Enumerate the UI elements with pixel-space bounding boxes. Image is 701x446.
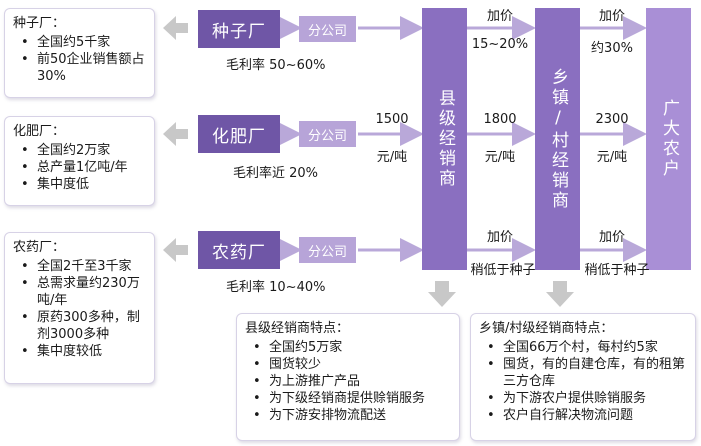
gray-arrow-seed <box>163 16 188 40</box>
list-item: 全国约2万家 <box>21 142 146 159</box>
seed-markup-label-2: 加价 <box>598 9 625 24</box>
seed-factory-box: 种子厂 <box>198 10 280 48</box>
fert-price-3: 2300 <box>595 112 629 127</box>
county-features-title: 县级经销商特点： <box>245 321 350 336</box>
fert-unit-3: 元/吨 <box>596 150 628 165</box>
list-item: 集中度低 <box>21 176 146 193</box>
fert-branch-box: 分公司 <box>299 121 356 147</box>
pest-margin-label: 毛利率 10~40% <box>226 280 326 295</box>
fert-info-box: 化肥厂： 全国约2万家 总产量1亿吨/年 集中度低 <box>4 116 155 206</box>
pest-markup-value-2: 稍低于种子 <box>584 263 650 278</box>
list-item: 为上游推广产品 <box>253 373 451 390</box>
seed-markup-label-1: 加价 <box>486 9 513 24</box>
pest-markup-label-2: 加价 <box>598 230 625 245</box>
list-item: 为下级经销商提供赊销服务 <box>253 390 451 407</box>
gray-arrow-county-down <box>428 281 456 307</box>
pest-markup-value-1: 稍低于种子 <box>470 263 536 278</box>
fert-info-title: 化肥厂： <box>13 124 66 139</box>
town-features-title: 乡镇/村级经销商特点： <box>479 321 614 336</box>
seed-info-list: 全国约5千家 前50企业销售额占30% <box>13 34 146 85</box>
fert-factory-box: 化肥厂 <box>198 115 280 153</box>
county-dealer-column: 县级经销商 <box>422 8 467 270</box>
fert-price-1: 1500 <box>375 112 409 127</box>
list-item: 集中度较低 <box>21 343 146 360</box>
town-features-box: 乡镇/村级经销商特点： 全国66万个村，每村约5家 囤货，有的自建仓库，有的租第… <box>470 313 696 441</box>
county-features-list: 全国约5万家 囤货较少 为上游推广产品 为下级经销商提供赊销服务 为下游安排物流… <box>245 339 451 424</box>
seed-branch-box: 分公司 <box>299 16 356 42</box>
list-item: 农户自行解决物流问题 <box>487 407 687 424</box>
fert-info-list: 全国约2万家 总产量1亿吨/年 集中度低 <box>13 142 146 193</box>
county-dealer-label: 县级经销商 <box>435 89 455 189</box>
list-item: 全国约5万家 <box>253 339 451 356</box>
fert-unit-1: 元/吨 <box>376 150 408 165</box>
fert-unit-2: 元/吨 <box>484 150 516 165</box>
pest-info-box: 农药厂： 全国2千至3千家 总需求量约230万吨/年 原药300多种，制剂300… <box>4 232 155 384</box>
list-item: 全国约5千家 <box>21 34 146 51</box>
seed-markup-value-1: 15~20% <box>471 37 529 52</box>
town-dealer-label: 乡镇/村经销商 <box>548 67 568 211</box>
fert-price-2: 1800 <box>483 112 517 127</box>
pest-factory-box: 农药厂 <box>198 231 280 269</box>
list-item: 全国66万个村，每村约5家 <box>487 339 687 356</box>
list-item: 为下游安排物流配送 <box>253 407 451 424</box>
list-item: 囤货较少 <box>253 356 451 373</box>
seed-info-box: 种子厂： 全国约5千家 前50企业销售额占30% <box>4 8 155 98</box>
list-item: 为下游农户提供赊销服务 <box>487 390 687 407</box>
list-item: 前50企业销售额占30% <box>21 51 146 85</box>
seed-markup-value-2: 约30% <box>591 41 633 56</box>
county-features-box: 县级经销商特点： 全国约5万家 囤货较少 为上游推广产品 为下级经销商提供赊销服… <box>236 313 460 441</box>
seed-margin-label: 毛利率 50~60% <box>226 58 326 73</box>
list-item: 全国2千至3千家 <box>21 258 146 275</box>
pest-info-list: 全国2千至3千家 总需求量约230万吨/年 原药300多种，制剂3000多种 集… <box>13 258 146 360</box>
pest-markup-label-1: 加价 <box>486 230 513 245</box>
list-item: 总产量1亿吨/年 <box>21 159 146 176</box>
gray-arrow-pest <box>163 238 188 262</box>
gray-arrow-fert <box>163 122 188 146</box>
town-dealer-column: 乡镇/村经销商 <box>535 8 580 270</box>
list-item: 囤货，有的自建仓库，有的租第三方仓库 <box>487 356 687 390</box>
fert-margin-label: 毛利率近 20% <box>233 166 319 181</box>
pest-info-title: 农药厂： <box>13 240 66 255</box>
gray-arrow-town-down <box>546 281 574 307</box>
list-item: 总需求量约230万吨/年 <box>21 275 146 309</box>
pest-branch-box: 分公司 <box>299 237 356 263</box>
farmers-column: 广大农户 <box>646 8 691 270</box>
town-features-list: 全国66万个村，每村约5家 囤货，有的自建仓库，有的租第三方仓库 为下游农户提供… <box>479 339 687 424</box>
list-item: 原药300多种，制剂3000多种 <box>21 309 146 343</box>
farmers-label: 广大农户 <box>659 99 679 179</box>
seed-info-title: 种子厂： <box>13 16 66 31</box>
